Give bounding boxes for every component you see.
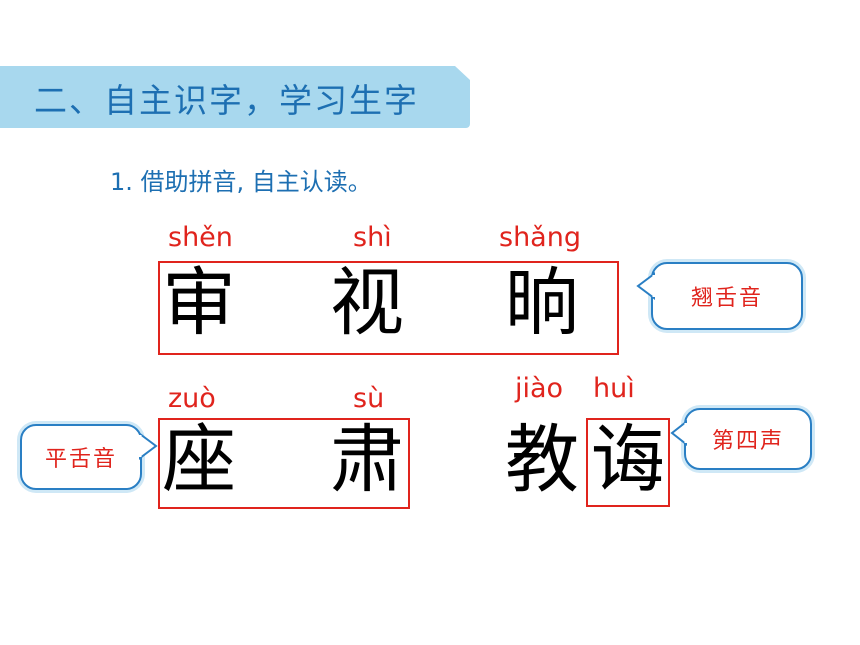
- hanzi-jiao: 教: [505, 417, 579, 503]
- pinyin-shang: shǎng: [499, 222, 581, 253]
- bubble-tail-flat: [138, 432, 158, 460]
- pinyin-su: sù: [353, 383, 385, 414]
- title-banner: [0, 66, 470, 128]
- bubble-tail-fourth-tone: [670, 420, 688, 446]
- hanzi-zuo: 座: [162, 417, 236, 503]
- row2-box-left: [158, 418, 410, 509]
- hanzi-shang: 晌: [505, 260, 579, 346]
- hanzi-hui: 诲: [591, 417, 665, 503]
- pinyin-zuo: zuò: [168, 383, 216, 414]
- pinyin-shen: shěn: [168, 222, 233, 253]
- pinyin-hui: huì: [593, 373, 635, 404]
- bubble-tail-retroflex: [636, 272, 656, 300]
- instruction-text: 1. 借助拼音, 自主认读。: [110, 168, 372, 196]
- row1-box: [158, 261, 619, 355]
- note-bubble-retroflex: 翘舌音: [651, 262, 803, 330]
- pinyin-shi: shì: [353, 222, 392, 253]
- pinyin-jiao: jiào: [515, 373, 564, 404]
- row2-box-hui: [586, 418, 670, 507]
- note-fourth-tone-text: 第四声: [711, 429, 784, 454]
- note-flat-text: 平舌音: [44, 447, 117, 472]
- note-bubble-fourth-tone: 第四声: [684, 408, 812, 470]
- hanzi-shen: 审: [162, 260, 236, 346]
- note-retroflex-text: 翘舌音: [690, 286, 763, 311]
- hanzi-su: 肃: [330, 417, 404, 503]
- page-title: 二、自主识字，学习生字: [34, 81, 419, 120]
- note-bubble-flat: 平舌音: [20, 424, 142, 490]
- hanzi-shi: 视: [330, 260, 404, 346]
